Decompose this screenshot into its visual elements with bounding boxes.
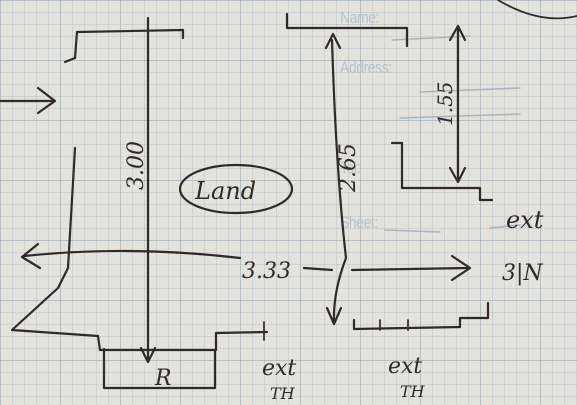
form-sheet-line-2 [489, 224, 521, 229]
dimension-label-horizontal: 3.33 [242, 259, 291, 284]
ext-label-right: ext [506, 206, 544, 234]
form-label-sheet: Sheet: [340, 213, 378, 232]
room-label: Land [194, 177, 256, 205]
corner-arc [497, 0, 577, 20]
wall-top-left [73, 28, 185, 60]
direction-arrow-line [350, 266, 470, 272]
wall-bottom-right-ticks [379, 319, 409, 331]
wall-bottom-right [352, 301, 490, 331]
dimension-label-left: 3.00 [124, 141, 149, 190]
dimension-label-right: 1.55 [433, 81, 457, 126]
radiator-box [102, 347, 217, 390]
wall-left-lower [10, 146, 269, 352]
th-label-bottom-2: TH [400, 382, 426, 401]
form-sheet-line [384, 229, 441, 233]
dimension-arrow-right-top [448, 24, 467, 42]
radiator-label: R [154, 366, 172, 391]
form-address-line [419, 87, 521, 93]
form-label-name: Name: [340, 8, 380, 27]
room-label-oval [178, 163, 294, 215]
dimension-line-vertical-mid [330, 38, 348, 324]
dimension-arrow-right-bottom [448, 166, 467, 184]
dimension-line-horizontal-right [302, 266, 334, 272]
th-label-bottom-1: TH [270, 384, 296, 403]
dimension-arrow-bottom [139, 346, 157, 364]
wall-right-step [390, 141, 494, 202]
dimension-line-horizontal [22, 249, 242, 260]
direction-arrow-head [450, 254, 472, 282]
dimension-arrow-mid-top [324, 32, 342, 50]
dimension-arrow-left [20, 242, 42, 270]
direction-label: 3|N [502, 261, 543, 286]
ext-label-bottom-2: ext [388, 354, 422, 379]
wall-top-right [285, 12, 409, 48]
wall-top-left-tick [63, 56, 77, 64]
dimension-arrow-mid-bottom [325, 306, 343, 326]
form-label-tel: Tel: [340, 158, 361, 177]
form-label-address: Address: [340, 58, 392, 77]
form-address-line-2 [399, 113, 521, 119]
dimension-label-mid: 2.65 [336, 143, 361, 193]
ext-label-bottom-1: ext [262, 356, 296, 381]
entry-arrow-head [36, 86, 57, 115]
